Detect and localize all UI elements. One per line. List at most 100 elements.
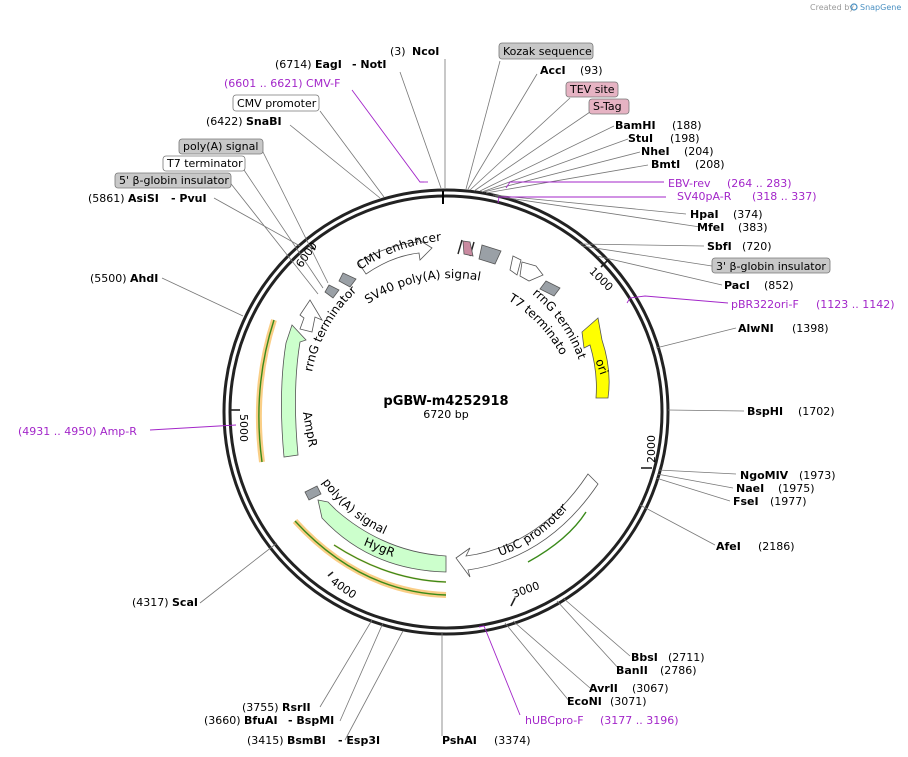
- amp-r-feature: [281, 324, 307, 458]
- boxed-labels: Kozak sequence CMV promoter TEV site S-T…: [114, 42, 831, 274]
- sv40-feature: [509, 255, 522, 276]
- boxed-polya: poly(A) signal: [183, 140, 258, 153]
- cmv-enhancer-arrow: [357, 236, 433, 275]
- enzyme-name-bamhi: BamHI: [615, 119, 656, 132]
- enzyme-num-bfuai: (3660): [204, 714, 241, 727]
- boxed-cmv-promoter: CMV promoter: [237, 97, 317, 110]
- enzyme-name-fsei: FseI: [733, 495, 759, 508]
- hygr-inner: [294, 520, 447, 596]
- t7-right-label: T7 terminator: [0, 0, 571, 357]
- enzyme-name-bfuai: BfuAI: [244, 714, 278, 727]
- enzyme-num-banii: (2786): [660, 664, 697, 677]
- enzyme-num-ahdi: (5500): [90, 272, 127, 285]
- enzyme-name-bmti: BmtI: [651, 158, 680, 171]
- enzyme-extra-bfuai: - BspMI: [288, 714, 334, 727]
- enzyme-name-rsrii: RsrII: [282, 701, 311, 714]
- enzyme-num-hpai: (374): [733, 208, 763, 221]
- hygr-feature: [317, 499, 447, 573]
- enzyme-name-scai: ScaI: [172, 596, 198, 609]
- enzyme-num-ncoi: (3): [390, 45, 406, 58]
- primer-hubcpro-f-range: (3177 .. 3196): [600, 714, 679, 727]
- enzyme-name-asisi: AsiSI: [128, 192, 159, 205]
- boxed-t7: T7 terminator: [166, 157, 243, 170]
- enzyme-num-sbfi: (720): [742, 240, 772, 253]
- enzyme-num-bmti: (208): [695, 158, 725, 171]
- ampr-label: AmpR: [300, 410, 320, 448]
- boxed-stag: S-Tag: [593, 100, 622, 113]
- enzyme-name-acci: AccI: [540, 64, 566, 77]
- plasmid-length: 6720 bp: [423, 408, 468, 421]
- enzyme-name-sbfi: SbfI: [707, 240, 732, 253]
- credit-prefix: Created by: [810, 3, 854, 12]
- primer-ebv-rev: EBV-rev: [668, 177, 711, 190]
- enzyme-num-paci: (852): [764, 279, 794, 292]
- leader-lines: [161, 59, 745, 741]
- primer-labels: (6601 .. 6621) CMV-F EBV-rev (264 .. 283…: [18, 77, 895, 727]
- backbone-outer: [222, 188, 670, 636]
- three-prime-insulator-feature: [539, 280, 561, 297]
- primer-lines: [149, 89, 729, 716]
- enzyme-num-econi: (3071): [610, 695, 647, 708]
- enzyme-num-avrii: (3067): [632, 682, 669, 695]
- plasmid-name: pGBW-m4252918: [383, 394, 508, 409]
- backbone-inner: [228, 194, 664, 630]
- enzyme-num-stui: (198): [670, 132, 700, 145]
- amp-r-inner: [258, 319, 275, 463]
- enzyme-num-fsei: (1977): [770, 495, 807, 508]
- enzyme-num-bamhi: (188): [672, 119, 702, 132]
- enzyme-name-bsphi: BspHI: [747, 405, 783, 418]
- enzyme-name-avrii: AvrII: [589, 682, 618, 695]
- enzyme-num-ngomiv: (1973): [799, 469, 836, 482]
- enzyme-num-bsphi: (1702): [798, 405, 835, 418]
- enzyme-name-eagi: EagI: [315, 58, 342, 71]
- enzyme-name-snabi: SnaBI: [246, 115, 282, 128]
- enzyme-num-eagi: (6714): [275, 58, 312, 71]
- primer-sv40pa-r: SV40pA-R: [677, 190, 732, 203]
- primer-pbr322ori-f: pBR322ori-F: [731, 298, 799, 311]
- five-prime-insulator-feature: [324, 284, 340, 299]
- enzyme-name-stui: StuI: [628, 132, 653, 145]
- primer-cmv-f: (6601 .. 6621) CMV-F: [224, 77, 340, 90]
- enzyme-num-pshai: (3374): [494, 734, 531, 747]
- boxed-5-insulator: 5' β-globin insulator: [119, 174, 229, 187]
- enzyme-name-paci: PacI: [724, 279, 750, 292]
- enzyme-extra-bsmbi: - Esp3I: [338, 734, 380, 747]
- primer-ebv-rev-range: (264 .. 283): [727, 177, 792, 190]
- tick-1000: 1000: [587, 265, 616, 294]
- enzyme-name-pshai: PshAI: [442, 734, 477, 747]
- polya-bottom-feature: [304, 485, 322, 501]
- enzyme-name-bsmbi: BsmBI: [287, 734, 326, 747]
- primer-sv40pa-r-range: (318 .. 337): [752, 190, 817, 203]
- enzyme-name-econi: EcoNI: [567, 695, 602, 708]
- enzyme-name-bbsi: BbsI: [631, 651, 658, 664]
- enzyme-num-bbsi: (2711): [668, 651, 705, 664]
- enzyme-name-mfei: MfeI: [697, 221, 724, 234]
- tev-site-feature: [462, 240, 474, 257]
- enzyme-name-hpai: HpaI: [690, 208, 719, 221]
- kozak-feature: [478, 244, 502, 265]
- credit-brand: SnapGene: [860, 3, 901, 12]
- enzyme-name-banii: BanII: [616, 664, 648, 677]
- amp-r-glow: [255, 319, 277, 463]
- enzyme-num-bsmbi: (3415): [247, 734, 284, 747]
- enzyme-name-afei: AfeI: [716, 540, 741, 553]
- rrng-left-arrow: [299, 299, 323, 333]
- enzyme-num-naei: (1975): [778, 482, 815, 495]
- enzyme-num-nhei: (204): [684, 145, 714, 158]
- enzyme-name-naei: NaeI: [736, 482, 764, 495]
- enzyme-name-ngomiv: NgoMIV: [740, 469, 789, 482]
- primer-hubcpro-f: hUBCpro-F: [525, 714, 584, 727]
- t7-feature: [519, 261, 544, 282]
- boxed-kozak: Kozak sequence: [503, 45, 592, 58]
- enzyme-num-alwni: (1398): [792, 322, 829, 335]
- polya-top-feature: [338, 272, 357, 288]
- enzyme-num-acci: (93): [580, 64, 603, 77]
- features-top: [299, 191, 561, 333]
- hygr-inner-small: [333, 544, 447, 583]
- enzyme-labels: (3) NcoI (6714) EagI - NotI AccI (93) (6…: [88, 45, 836, 747]
- boxed-3-insulator: 3' β-globin insulator: [716, 260, 826, 273]
- enzyme-name-ahdi: AhdI: [130, 272, 158, 285]
- tick-3000: 3000: [511, 579, 542, 601]
- enzyme-num-rsrii: (3755): [242, 701, 279, 714]
- enzyme-extra-asisi: - PvuI: [171, 192, 207, 205]
